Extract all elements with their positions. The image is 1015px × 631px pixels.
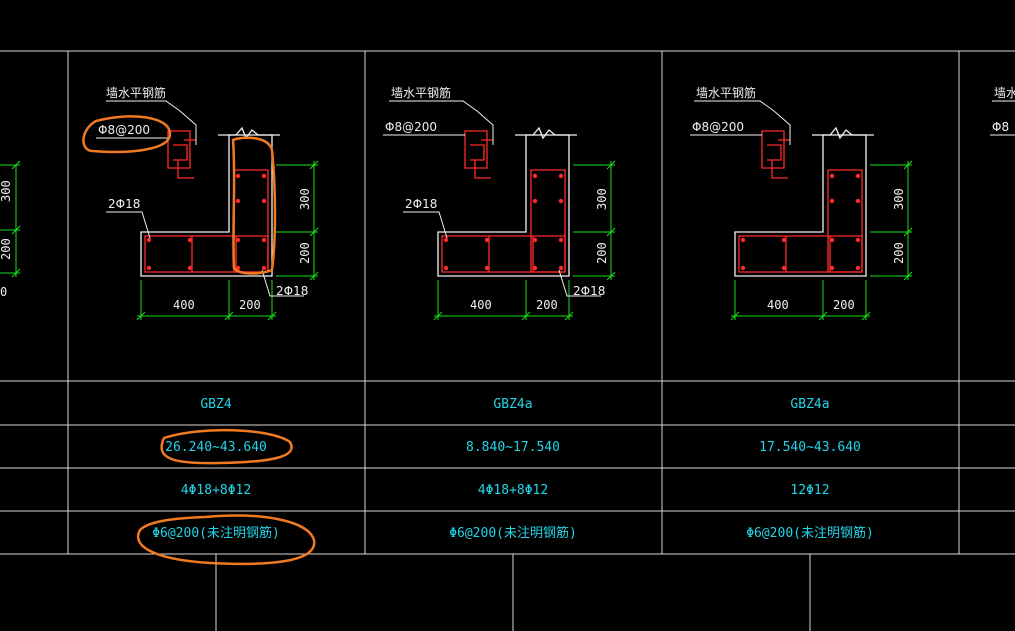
table-col-gbz4: GBZ4 26.240~43.640 4Φ18+8Φ12 Φ6@200(未注明钢… (152, 397, 280, 541)
cell-name: GBZ4 (200, 397, 231, 412)
cell-stirrup: Φ6@200(未注明钢筋) (449, 525, 577, 541)
label-rebar-spacing: Φ8@200 (385, 120, 437, 134)
cell-name: GBZ4a (493, 397, 532, 412)
wall-outline (437, 134, 570, 277)
dim-200: 200 (0, 238, 13, 260)
stirrup-web (441, 235, 566, 273)
label-rebar-spacing: Φ8@200 (98, 123, 150, 137)
dim-400: 400 (767, 298, 789, 312)
wall-rebar-hook (464, 130, 493, 179)
markup-circle-spacing-label (82, 115, 172, 154)
orange-markup (82, 115, 316, 566)
wall-outline (734, 134, 867, 277)
tie-web (488, 236, 534, 272)
dim-200-vertical: 200 (892, 242, 906, 264)
table-col-gbz4a-1: GBZ4a 8.840~17.540 4Φ18+8Φ12 Φ6@200(未注明钢… (449, 397, 577, 541)
dim-200-horizontal: 200 (239, 298, 261, 312)
label-wall-horizontal-rebar: 墙水平钢筋 (106, 85, 166, 100)
stirrup-web (144, 235, 269, 273)
dim-300: 300 (595, 188, 609, 210)
wall-rebar-hook (761, 130, 790, 179)
stirrup-flange (827, 169, 863, 273)
markup-circle-elevation (160, 428, 293, 465)
cell-elevation: 17.540~43.640 (759, 440, 861, 455)
dim-300: 300 (298, 188, 312, 210)
section-detail-gbz4a-1: 400 200 300 200 墙水平钢筋 Φ8@200 2Φ18 2Φ18 (383, 85, 616, 321)
tie-web (191, 236, 237, 272)
cell-stirrup: Φ6@200(未注明钢筋) (746, 525, 874, 541)
stirrup-flange (233, 169, 269, 273)
partial-right-detail: 墙水 Φ8 (990, 86, 1015, 136)
wall-outline (140, 134, 273, 277)
dim-200-vertical: 200 (595, 242, 609, 264)
markup-circle-stirrup (137, 514, 316, 566)
label-wall-horizontal-rebar: 墙水 (994, 86, 1015, 100)
break-line (515, 126, 577, 140)
partial-left-detail: 300 200 0 (0, 160, 21, 299)
dim-200-vertical: 200 (298, 242, 312, 264)
cell-longitudinal-rebar: 12Φ12 (790, 483, 829, 498)
cell-stirrup: Φ6@200(未注明钢筋) (152, 525, 280, 541)
dim-200-horizontal: 200 (833, 298, 855, 312)
label-wall-horizontal-rebar: 墙水平钢筋 (696, 85, 756, 100)
dim-400: 400 (173, 298, 195, 312)
cell-elevation: 8.840~17.540 (466, 440, 560, 455)
wall-rebar-hook (167, 130, 196, 179)
label-wall-horizontal-rebar: 墙水平钢筋 (391, 85, 451, 100)
label-2phi18: 2Φ18 (405, 197, 437, 211)
dim-200-horizontal: 200 (536, 298, 558, 312)
section-detail-gbz4a-2: 400 200 300 200 墙水平钢筋 Φ8@200 (690, 85, 913, 321)
break-line (812, 126, 874, 140)
tie-web (785, 236, 831, 272)
table-grid (0, 50, 1015, 631)
label-rebar-spacing: Φ8@200 (692, 120, 744, 134)
dim-fragment: 0 (0, 285, 7, 299)
label-2phi18: 2Φ18 (108, 197, 140, 211)
label-rebar-spacing: Φ8 (992, 120, 1009, 134)
label-2phi18: 2Φ18 (573, 284, 605, 298)
table-col-gbz4a-2: GBZ4a 17.540~43.640 12Φ12 Φ6@200(未注明钢筋) (746, 397, 874, 541)
stirrup-web (738, 235, 863, 273)
stirrup-flange (530, 169, 566, 273)
cell-longitudinal-rebar: 4Φ18+8Φ12 (478, 483, 548, 498)
label-2phi18: 2Φ18 (276, 284, 308, 298)
cell-elevation: 26.240~43.640 (165, 440, 267, 455)
section-detail-gbz4: 400 200 300 200 墙水平钢筋 Φ8@200 2Φ18 2Φ18 (96, 85, 319, 321)
dim-300: 300 (892, 188, 906, 210)
cell-name: GBZ4a (790, 397, 829, 412)
markup-circle-flange (231, 136, 277, 275)
dim-400: 400 (470, 298, 492, 312)
dim-300: 300 (0, 180, 13, 202)
cell-longitudinal-rebar: 4Φ18+8Φ12 (181, 483, 251, 498)
